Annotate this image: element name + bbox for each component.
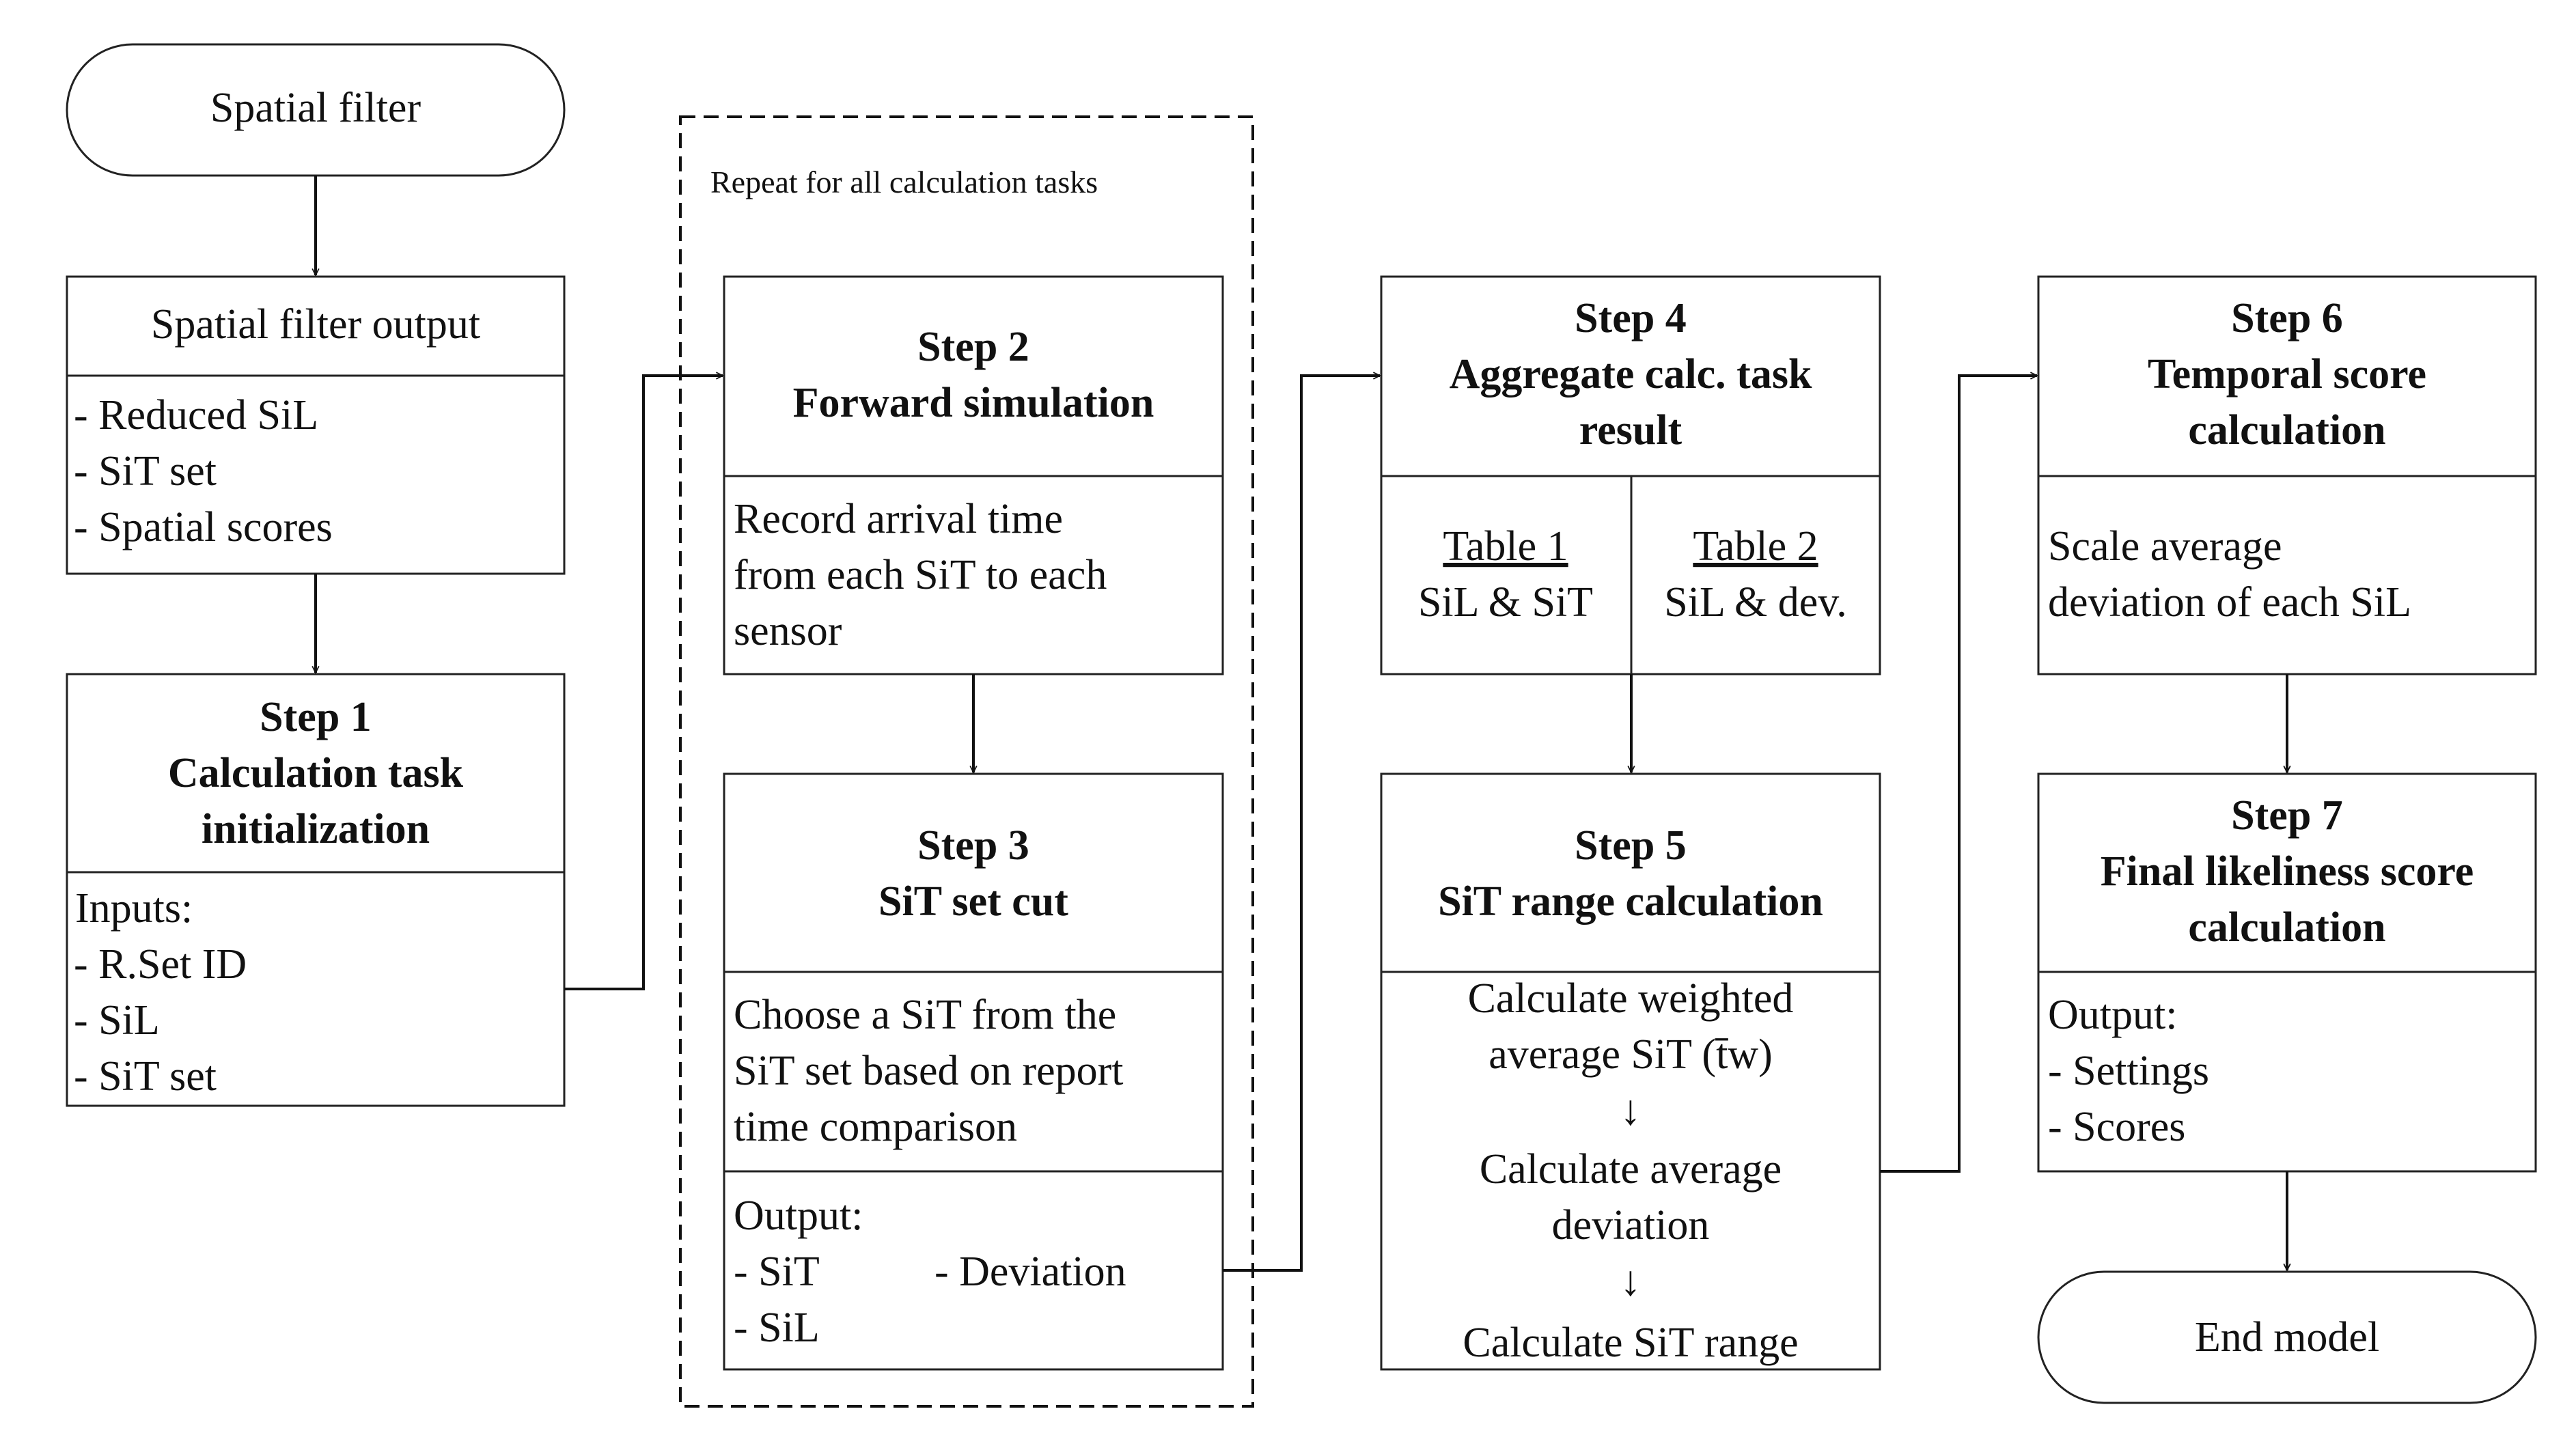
step2-box: Step 2 Forward simulation Record arrival… xyxy=(723,275,1224,675)
step2-body: sensor xyxy=(734,608,842,654)
step1-title: initialization xyxy=(202,806,430,852)
start-terminator: Spatial filter xyxy=(66,43,566,177)
connector-arrow xyxy=(564,376,723,990)
step3-body: SiT set based on report xyxy=(734,1048,1124,1094)
step3-body: time comparison xyxy=(734,1104,1017,1150)
step4-title: Aggregate calc. task xyxy=(1450,351,1812,398)
step7-body: - Scores xyxy=(2048,1104,2185,1150)
step7-title: Final likeliness score xyxy=(2101,848,2474,895)
step7-body: - Settings xyxy=(2048,1048,2209,1094)
table1-title: Table 1 xyxy=(1443,523,1568,570)
connector-arrow xyxy=(1880,376,2037,1173)
step3-title: SiT set cut xyxy=(878,878,1068,925)
step4-box: Step 4 Aggregate calc. task result Table… xyxy=(1380,275,1881,675)
step5-flow-arrow: ↓ xyxy=(1620,1087,1642,1134)
spatial-output-item: - Spatial scores xyxy=(74,504,333,550)
step3-box: Step 3 SiT set cut Choose a SiT from the… xyxy=(723,772,1224,1371)
step3-output-item: - SiL xyxy=(734,1305,820,1351)
step6-body: deviation of each SiL xyxy=(2048,579,2411,626)
step3-title: Step 3 xyxy=(917,822,1029,869)
step5-box: Step 5 SiT range calculation Calculate w… xyxy=(1380,772,1881,1371)
step1-title: Step 1 xyxy=(260,694,372,740)
step6-body: Scale average xyxy=(2048,523,2282,570)
repeat-region xyxy=(679,115,1254,1408)
step5-body: average SiT (t̄w) xyxy=(1488,1031,1772,1078)
step1-body: - R.Set ID xyxy=(74,941,247,988)
step5-title: Step 5 xyxy=(1575,822,1687,869)
start-label: Spatial filter xyxy=(210,85,421,131)
step5-body: Calculate weighted xyxy=(1468,975,1794,1022)
step5-body: deviation xyxy=(1552,1202,1710,1249)
spatial-output-item: - SiT set xyxy=(74,448,217,494)
step1-box: Step 1 Calculation task initialization I… xyxy=(66,673,566,1107)
step6-title: Step 6 xyxy=(2231,295,2343,341)
step5-flow-arrow: ↓ xyxy=(1620,1258,1642,1305)
step6-box: Step 6 Temporal score calculation Scale … xyxy=(2037,275,2537,675)
step7-body: Output: xyxy=(2048,992,2177,1038)
step3-output-label: Output: xyxy=(734,1193,863,1239)
step4-title: result xyxy=(1579,407,1682,454)
step5-body: Calculate SiT range xyxy=(1463,1320,1798,1366)
table2-title: Table 2 xyxy=(1693,523,1818,570)
spatial-filter-output-box: Spatial filter output - Reduced SiL - Si… xyxy=(66,275,566,575)
step1-body: - SiT set xyxy=(74,1053,217,1100)
step7-title: Step 7 xyxy=(2231,792,2343,839)
step7-title: calculation xyxy=(2188,904,2385,951)
step2-body: Record arrival time xyxy=(734,496,1063,542)
step7-box: Step 7 Final likeliness score calculatio… xyxy=(2037,772,2537,1173)
step4-title: Step 4 xyxy=(1575,295,1687,341)
step5-title: SiT range calculation xyxy=(1438,878,1823,925)
step1-body: Inputs: xyxy=(75,885,193,932)
connector-arrow xyxy=(1223,376,1380,1272)
table2-text: SiL & dev. xyxy=(1664,579,1847,626)
step3-output-item: - SiT xyxy=(734,1249,820,1295)
end-terminator: End model xyxy=(2037,1270,2537,1404)
step2-title: Step 2 xyxy=(917,324,1029,370)
step5-body: Calculate average xyxy=(1480,1146,1782,1193)
step2-title: Forward simulation xyxy=(793,380,1154,426)
step3-body: Choose a SiT from the xyxy=(734,992,1116,1038)
step2-body: from each SiT to each xyxy=(734,552,1107,598)
step6-title: calculation xyxy=(2188,407,2385,454)
spatial-output-title: Spatial filter output xyxy=(151,301,480,348)
end-label: End model xyxy=(2195,1314,2379,1361)
table1-text: SiL & SiT xyxy=(1418,579,1593,626)
repeat-note: Repeat for all calculation tasks xyxy=(710,165,1098,199)
step1-body: - SiL xyxy=(74,997,160,1044)
step3-output-deviation: - Deviation xyxy=(934,1249,1126,1295)
step6-title: Temporal score xyxy=(2148,351,2426,398)
spatial-output-item: - Reduced SiL xyxy=(74,392,318,438)
step1-title: Calculation task xyxy=(168,750,464,796)
